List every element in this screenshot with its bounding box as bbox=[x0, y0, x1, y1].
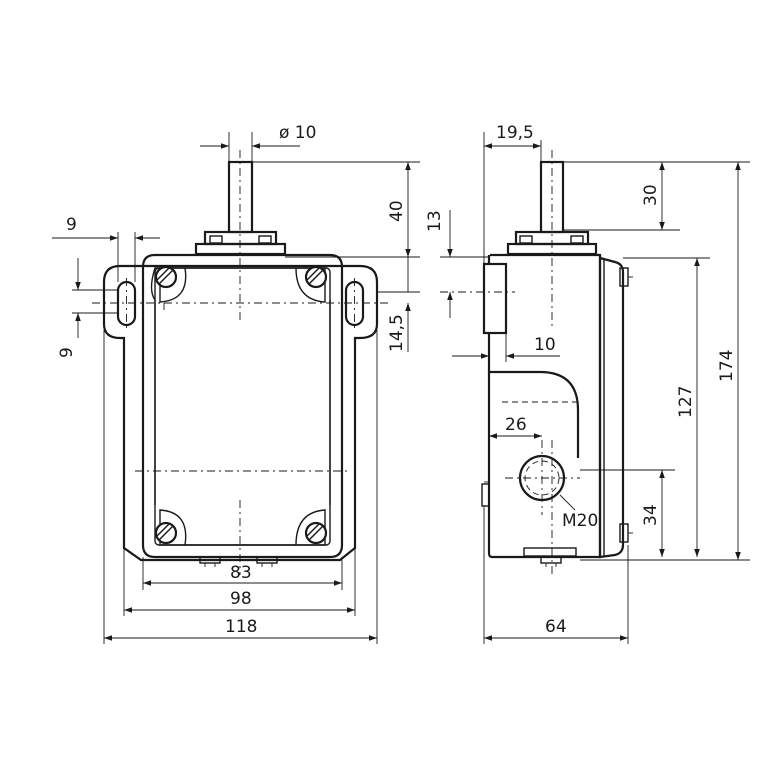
front-screw-tl bbox=[154, 265, 178, 289]
dim-shaft-length: 40 bbox=[252, 161, 420, 258]
label-shaft-diameter: ø 10 bbox=[279, 123, 316, 143]
label-flange-depth: 10 bbox=[534, 335, 556, 355]
dim-flange-height: 13 bbox=[425, 210, 489, 318]
dim-shaft-top: 30 bbox=[563, 161, 680, 231]
label-inner-width: 83 bbox=[230, 563, 252, 583]
dim-overall-height: 174 bbox=[580, 161, 750, 561]
label-overall-width: 118 bbox=[225, 617, 257, 637]
dim-shaft-offset: 19,5 bbox=[483, 123, 542, 264]
dim-overall-depth: 64 bbox=[483, 506, 629, 644]
dim-flange-depth: 10 bbox=[452, 333, 560, 362]
label-gland-thread: M20 bbox=[562, 511, 598, 531]
label-overall-depth: 64 bbox=[545, 617, 567, 637]
dim-gland-height: 34 bbox=[580, 469, 675, 557]
front-body-outline bbox=[141, 253, 344, 559]
label-gland-height: 34 bbox=[641, 504, 661, 526]
front-screw-tr bbox=[304, 265, 328, 289]
label-slot-offset: 14,5 bbox=[387, 314, 407, 352]
label-body-height: 127 bbox=[676, 386, 696, 418]
dim-overall-width: 118 bbox=[103, 330, 378, 644]
dim-gland-offset: 26 bbox=[489, 415, 542, 439]
dim-slot-offset: 14,5 bbox=[377, 257, 420, 352]
label-slot-width-side: 9 bbox=[57, 347, 77, 358]
side-view: 19,5 30 174 127 34 bbox=[425, 123, 750, 644]
dim-slot-width-top: 9 bbox=[52, 215, 160, 282]
side-cable-gland bbox=[518, 454, 576, 511]
front-plunger bbox=[194, 160, 287, 256]
label-middle-width: 98 bbox=[230, 589, 252, 609]
side-cover bbox=[598, 256, 625, 559]
label-shaft-top: 30 bbox=[641, 184, 661, 206]
dim-shaft-diameter: ø 10 bbox=[200, 123, 316, 162]
front-screw-br bbox=[304, 521, 328, 545]
front-bottom-screws bbox=[199, 556, 278, 567]
front-view: ø 10 40 14,5 9 bbox=[52, 123, 420, 644]
dim-inner-width: 83 bbox=[142, 557, 343, 590]
front-cover-gasket bbox=[154, 267, 331, 546]
label-gland-offset: 26 bbox=[505, 415, 527, 435]
side-body-outline bbox=[487, 253, 602, 559]
front-screw-bl bbox=[154, 521, 178, 545]
front-mounting-plate bbox=[102, 264, 379, 562]
dim-slot-width-side: 9 bbox=[57, 258, 118, 358]
label-shaft-length: 40 bbox=[387, 200, 407, 222]
label-shaft-offset: 19,5 bbox=[496, 123, 534, 143]
dim-middle-width: 98 bbox=[123, 548, 356, 616]
label-flange-height: 13 bbox=[425, 210, 445, 232]
side-bottom-screws bbox=[523, 547, 577, 567]
side-flange bbox=[482, 262, 508, 335]
dim-body-height: 127 bbox=[623, 257, 710, 557]
label-slot-width-top: 9 bbox=[66, 215, 77, 235]
label-overall-height: 174 bbox=[717, 350, 737, 382]
